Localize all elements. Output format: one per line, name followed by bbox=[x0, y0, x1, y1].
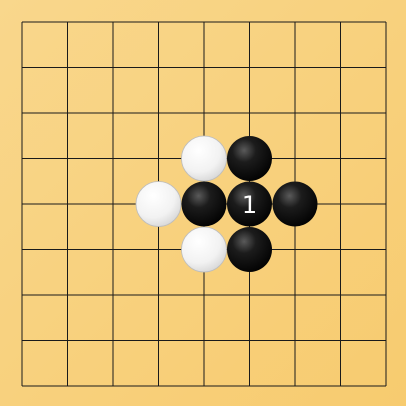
black-stone-disc bbox=[227, 136, 272, 181]
white-stone-disc bbox=[181, 135, 227, 182]
white-stone[interactable] bbox=[181, 135, 227, 182]
black-stone[interactable] bbox=[272, 181, 318, 227]
move-number-label: 1 bbox=[242, 191, 257, 219]
black-stone[interactable] bbox=[181, 181, 227, 227]
white-stone[interactable] bbox=[181, 226, 227, 273]
stones-layer: 1 bbox=[135, 135, 318, 273]
black-stone[interactable] bbox=[227, 227, 272, 272]
black-stone-disc bbox=[227, 227, 272, 272]
white-stone-disc bbox=[181, 226, 227, 273]
white-stone-disc bbox=[135, 181, 182, 227]
white-stone[interactable] bbox=[135, 181, 182, 227]
black-stone[interactable] bbox=[227, 136, 272, 181]
black-stone-disc bbox=[181, 181, 227, 227]
black-stone-disc bbox=[227, 181, 272, 227]
black-stone-disc bbox=[272, 181, 318, 227]
black-stone[interactable]: 1 bbox=[227, 181, 272, 227]
